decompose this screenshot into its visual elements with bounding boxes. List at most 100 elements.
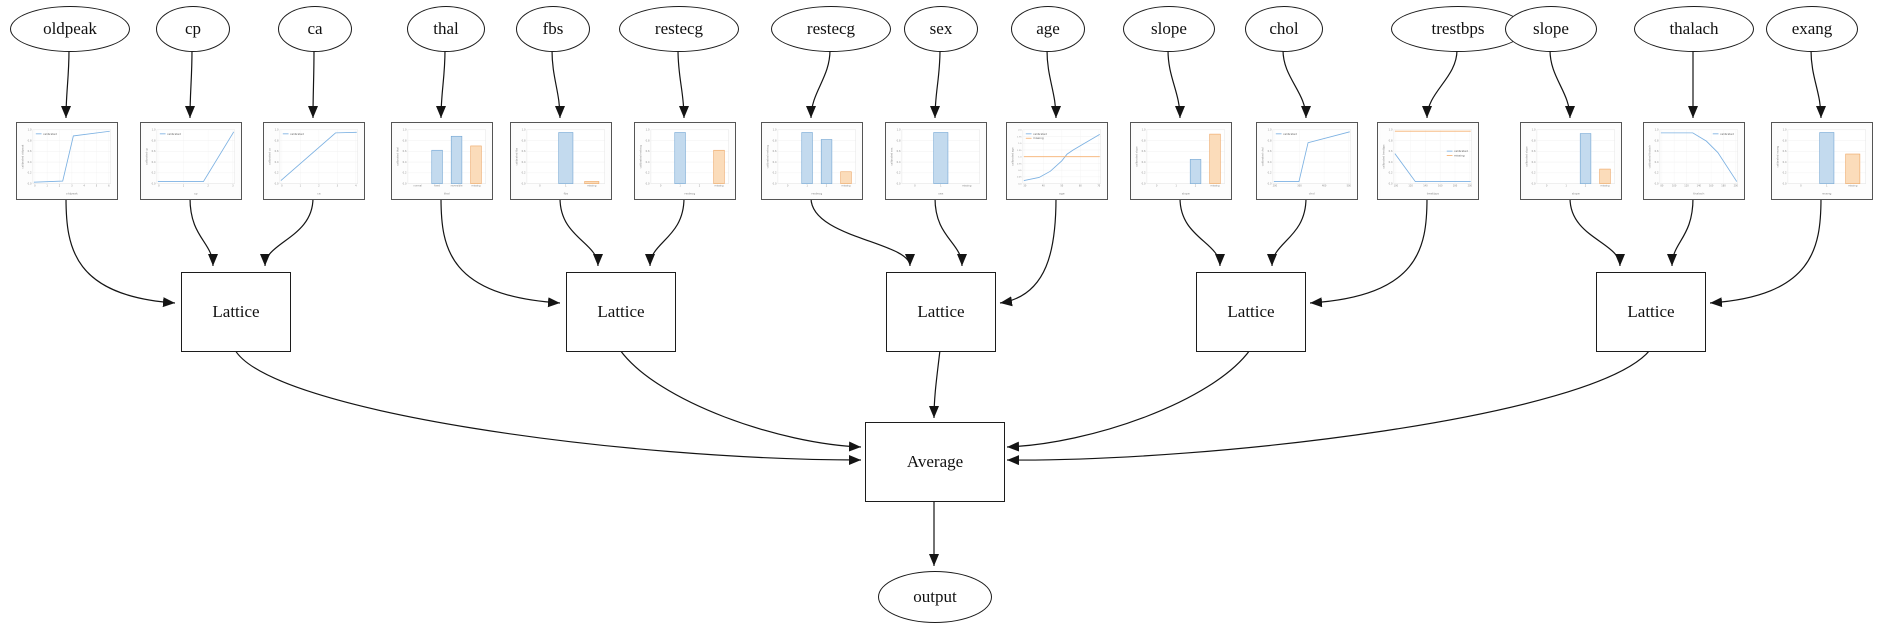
x-axis-label: slope [1181, 191, 1189, 195]
x-tick-label: 2 [318, 184, 320, 187]
y-tick-label: 1.0 [896, 128, 900, 131]
y-tick-label: 0.8 [27, 139, 31, 142]
x-tick-label: 120 [1408, 184, 1413, 187]
y-tick-label: 0.2 [274, 171, 278, 174]
series-line-calibrated [157, 131, 234, 182]
edge-cp-to-chart [185, 49, 196, 119]
x-axis-label: fbs [563, 191, 568, 195]
x-axis-label: sex [938, 191, 943, 195]
x-tick-label: 0 [34, 184, 36, 187]
x-tick-label: missing [1848, 184, 1858, 187]
y-tick-label: 0.2 [151, 171, 155, 174]
lattice-box-5: Lattice [1596, 272, 1706, 352]
y-axis-label: calibrated fbs [514, 147, 518, 165]
y-tick-label: 0.6 [1141, 150, 1145, 153]
y-tick-label: 0.8 [402, 139, 406, 142]
x-tick-label: 100 [1671, 184, 1676, 187]
edge-age-to-chart [1046, 49, 1061, 119]
y-tick-label: 0.8 [1141, 139, 1145, 142]
feature-node-oldpeak-0: oldpeak [10, 6, 130, 52]
feature-label: trestbps [1431, 19, 1485, 38]
x-axis-label: cp [194, 191, 198, 195]
x-tick-label: normal [413, 184, 422, 187]
feature-node-slope-12: slope [1505, 6, 1597, 52]
x-tick-label: 120 [1684, 184, 1689, 187]
y-axis-label: calibrated ca [267, 147, 271, 164]
x-tick-label: missing [1210, 184, 1220, 187]
feature-node-chol-10: chol [1245, 6, 1323, 52]
feature-label: sex [929, 19, 953, 38]
feature-label: fbs [542, 19, 564, 38]
edge-chart-to-lattice [645, 197, 685, 267]
feature-label: thal [433, 19, 459, 38]
bar-exang-missing [1844, 153, 1860, 184]
x-tick-label: 140 [1696, 184, 1701, 187]
y-tick-label: 1.0 [1782, 128, 1786, 131]
y-tick-label: 0.8 [151, 139, 155, 142]
x-axis-label: thal [443, 191, 449, 195]
x-axis-label: restecg [811, 191, 822, 195]
y-tick-label: 0.8 [1267, 139, 1271, 142]
x-tick-label: 500 [1346, 184, 1351, 187]
y-tick-label: 1.0 [1141, 128, 1145, 131]
output-node: output [878, 571, 992, 623]
y-axis-label: calibrated slope [1524, 145, 1528, 166]
x-tick-label: 300 [1297, 184, 1302, 187]
y-tick-label: 0.8 [274, 139, 278, 142]
edge-trestbps-to-chart [1422, 49, 1458, 119]
edge-lattice1-to-average [234, 349, 862, 465]
feature-node-restecg-5: restecg [619, 6, 739, 52]
x-tick-label: 2 [825, 184, 827, 187]
x-tick-label: 1 [679, 184, 681, 187]
y-axis-label: calibrated chol [1260, 146, 1264, 165]
feature-node-slope-9: slope [1123, 6, 1215, 52]
x-tick-label: 0 [158, 184, 160, 187]
y-tick-label: 0.0 [1388, 182, 1392, 185]
y-tick-label: 0.4 [772, 160, 776, 163]
x-axis-label: exang [1822, 191, 1831, 195]
lattice-box-4: Lattice [1196, 272, 1306, 352]
x-tick-label: missing [1600, 184, 1610, 187]
y-tick-label: 0.0 [1654, 182, 1658, 185]
x-tick-label: 1 [46, 184, 48, 187]
feature-label: chol [1269, 19, 1299, 38]
x-tick-label: 2 [1194, 184, 1196, 187]
x-tick-label: 5 [95, 184, 97, 187]
bar-slope-missing [1208, 133, 1221, 184]
plot-area [1272, 129, 1351, 184]
bar-restecg-1 [800, 131, 813, 184]
y-tick-label: 1.0 [1018, 156, 1022, 158]
bar-slope-2 [1189, 158, 1201, 184]
edge-chart-to-lattice [810, 197, 915, 267]
x-tick-label: 30 [1023, 184, 1026, 187]
y-tick-label: 0.4 [1531, 160, 1535, 163]
y-tick-label: 0.5 [1018, 170, 1022, 172]
y-tick-label: 0.4 [645, 160, 649, 163]
x-tick-label: 0 [1800, 184, 1802, 187]
y-tick-label: 0.0 [402, 182, 406, 185]
lattice-label: Lattice [1227, 302, 1275, 321]
edge-chart-to-lattice-side [1709, 197, 1822, 308]
y-tick-label: 1.0 [1654, 128, 1658, 131]
y-axis-label: calibrated restecg [765, 144, 769, 168]
legend-label: calibrated [167, 131, 181, 135]
edge-chart-to-lattice [934, 197, 967, 267]
x-axis-label: slope [1571, 191, 1579, 195]
edge-lattice4-to-average [1006, 349, 1251, 452]
x-tick-label: 200 [1467, 184, 1472, 187]
y-tick-label: 0.4 [27, 160, 31, 163]
